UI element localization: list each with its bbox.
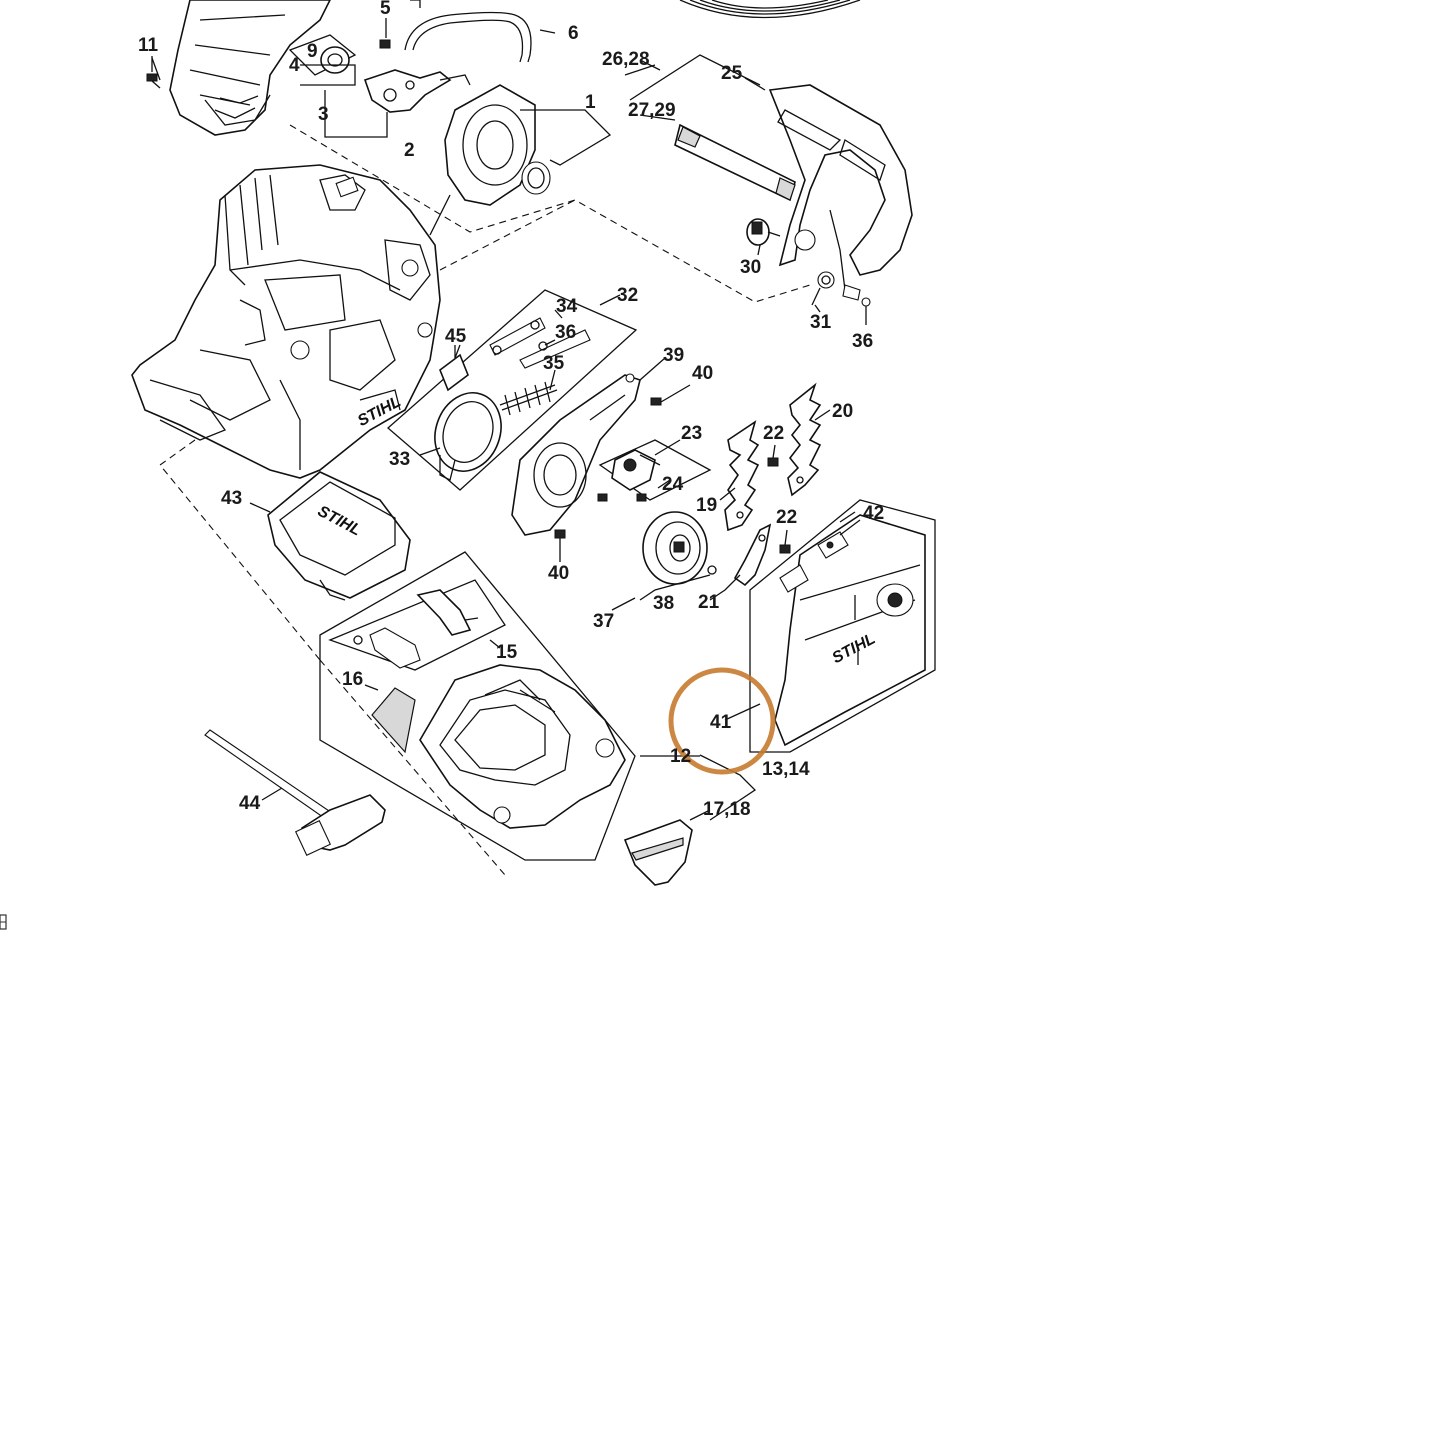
callout-13-14: 13,14	[762, 759, 810, 780]
callout-31: 31	[810, 312, 832, 333]
callout-35: 35	[543, 353, 565, 374]
callout-leader-lines	[151, 29, 856, 821]
callout-19: 19	[696, 495, 717, 516]
callout-41: 41	[710, 712, 732, 733]
tool-box-group	[319, 551, 636, 861]
callout-33: 33	[389, 449, 410, 470]
callout-20: 20	[832, 401, 853, 422]
hand-guard-part	[768, 84, 913, 291]
callout-32: 32	[617, 285, 638, 306]
callout-24: 24	[662, 474, 684, 495]
callout-34: 34	[556, 296, 578, 317]
callout-36-middle: 36	[555, 322, 576, 343]
chip-deflector-part	[623, 819, 693, 886]
callout-16: 16	[342, 669, 363, 690]
callout-12: 12	[670, 746, 691, 767]
callout-labels: 11 5 6 9 4 3 2 1 26,28 25 27,29 30 31 36…	[138, 0, 884, 820]
engine-housing-part: STIHL	[131, 164, 441, 479]
callout-15: 15	[496, 642, 518, 663]
callout-39: 39	[663, 345, 684, 366]
sprocket-base-cover-part	[419, 664, 626, 829]
oil-pump-group	[598, 439, 712, 502]
callout-30: 30	[740, 257, 761, 278]
callout-1: 1	[585, 92, 596, 113]
combination-wrench-part	[204, 729, 386, 857]
bracket-part	[733, 523, 772, 587]
spiked-bumper-part	[724, 382, 822, 532]
callout-22-upper: 22	[763, 423, 784, 444]
sprocket-cover-plate-part	[511, 373, 641, 536]
callout-40-upper: 40	[692, 363, 713, 384]
sprocket-wheel-part	[611, 511, 717, 611]
engine-cover-part: STIHL	[267, 471, 411, 601]
callout-45: 45	[445, 326, 467, 347]
screw-part	[146, 56, 161, 89]
callout-23: 23	[681, 423, 702, 444]
hose-part	[404, 11, 532, 63]
callout-26-28: 26,28	[602, 49, 650, 70]
callout-22-lower: 22	[776, 507, 797, 528]
brake-band-group	[387, 289, 638, 491]
throttle-linkage-part	[363, 0, 471, 113]
coil-spring-part	[679, 0, 861, 19]
callout-6: 6	[568, 23, 579, 44]
spring-part	[811, 271, 871, 325]
callout-4: 4	[289, 55, 300, 76]
callout-36-right: 36	[852, 331, 873, 352]
callout-21: 21	[698, 592, 720, 613]
callout-44: 44	[239, 793, 261, 814]
screw-part	[554, 384, 691, 555]
bushing-part	[746, 218, 781, 246]
callout-37: 37	[593, 611, 614, 632]
screw-part	[767, 444, 791, 554]
callout-3: 3	[318, 104, 329, 125]
callout-40-lower: 40	[548, 563, 569, 584]
cover-plate-part	[429, 84, 612, 236]
callout-5: 5	[380, 0, 391, 19]
callout-27-29: 27,29	[628, 100, 676, 121]
callout-11: 11	[138, 35, 159, 56]
callout-43: 43	[221, 488, 242, 509]
guide-bar-part	[624, 54, 796, 202]
wedge-part	[439, 345, 469, 392]
callout-38: 38	[653, 593, 674, 614]
top-cover-part	[169, 0, 331, 136]
callout-9: 9	[307, 41, 318, 62]
callout-42: 42	[863, 503, 884, 524]
highlight-ring	[668, 667, 776, 775]
callout-2: 2	[404, 140, 415, 161]
callout-25: 25	[721, 63, 743, 84]
edge-artifact	[0, 914, 7, 930]
part-group-3-4-9	[288, 34, 388, 138]
chain-sprocket-cover-part: STIHL	[749, 499, 936, 753]
callout-17-18: 17,18	[703, 799, 751, 820]
dashed-guide-lines	[159, 124, 811, 876]
